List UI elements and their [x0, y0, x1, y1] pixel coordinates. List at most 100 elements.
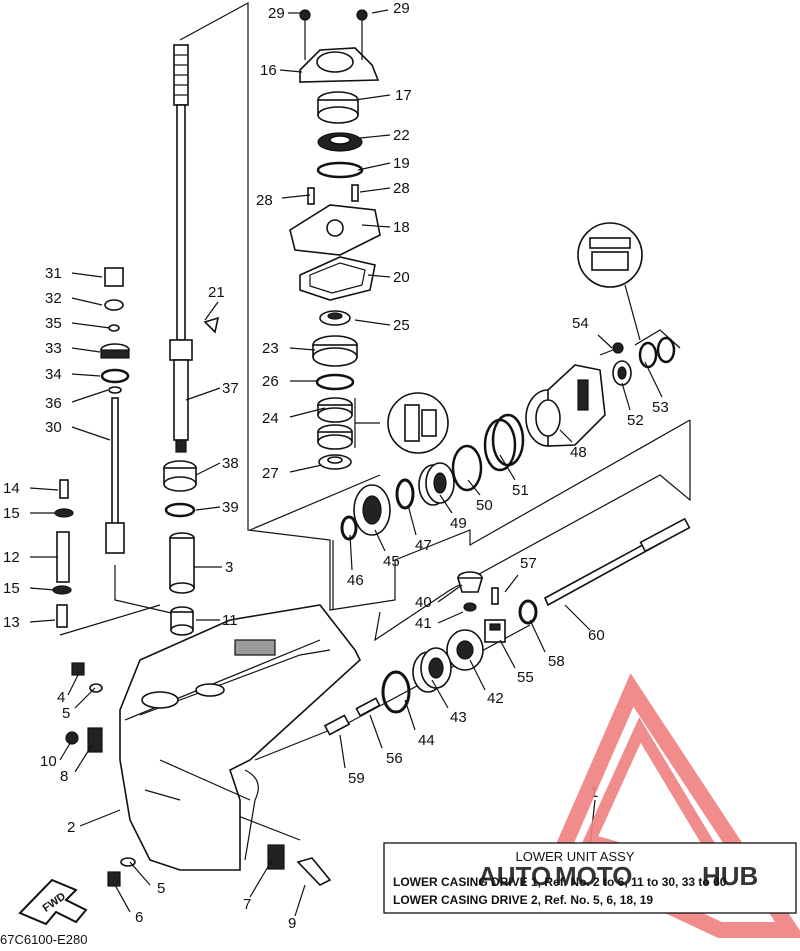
- callout-leader: [204, 301, 219, 321]
- callout-number: 18: [393, 219, 410, 236]
- callout-21: 21: [204, 284, 225, 321]
- o-ring-19: [316, 161, 364, 179]
- callout-number: 23: [262, 340, 279, 357]
- impeller: [317, 132, 363, 152]
- fwd-arrow: FWD: [18, 878, 88, 926]
- callout-number: 42: [487, 690, 504, 707]
- shim-46: [340, 515, 358, 541]
- callout-59: 59: [339, 734, 365, 787]
- callout-number: 48: [570, 444, 587, 461]
- callout-number: 5: [62, 705, 70, 722]
- callout-number: 35: [45, 315, 62, 332]
- callout-leader: [71, 297, 103, 306]
- callout-29: 29: [371, 0, 410, 17]
- callout-47: 47: [407, 504, 432, 554]
- callout-57: 57: [504, 555, 537, 593]
- callout-number: 16: [260, 62, 277, 79]
- pinion-40: [456, 571, 484, 612]
- collar-27: [318, 454, 352, 470]
- callout-number: 29: [268, 5, 285, 22]
- seal-orientation-detail: [354, 392, 449, 454]
- clutch-55: [484, 619, 506, 643]
- legend-row-1: LOWER CASING DRIVE 1, Ref. No. 2 to 6, 1…: [393, 875, 727, 889]
- callout-28: 28: [256, 192, 311, 209]
- callout-number: 41: [415, 615, 432, 632]
- pump-insert-cartridge: [317, 91, 359, 124]
- lower-casing: [65, 604, 361, 887]
- bearing-race-44: [381, 670, 411, 714]
- group-boundary-lines: [59, 1, 691, 841]
- shim-58: [518, 599, 538, 625]
- callout-leader: [74, 687, 96, 709]
- callout-42: 42: [469, 659, 504, 707]
- callout-leader: [359, 134, 391, 139]
- callout-number: 26: [262, 373, 279, 390]
- callout-leader: [294, 884, 306, 917]
- callout-number: 4: [57, 689, 65, 706]
- callout-54: 54: [572, 315, 613, 349]
- callout-leader: [71, 426, 111, 441]
- callout-number: 15: [3, 580, 20, 597]
- callout-16: 16: [260, 62, 303, 79]
- callout-number: 36: [45, 395, 62, 412]
- callout-leader: [437, 584, 463, 603]
- callout-leader: [71, 272, 103, 278]
- callout-leader: [114, 884, 131, 913]
- callout-number: 52: [627, 412, 644, 429]
- callout-number: 34: [45, 366, 62, 383]
- callout-11: 11: [196, 612, 238, 629]
- callout-leader: [559, 429, 573, 443]
- callout-leader: [374, 529, 386, 552]
- reverse-gear-45: [353, 484, 391, 536]
- callout-leader: [185, 387, 221, 401]
- callout-number: 15: [3, 505, 20, 522]
- water-pump-housing: [299, 9, 380, 83]
- gasket-20: [299, 256, 376, 301]
- callout-3: 3: [194, 559, 233, 576]
- callout-18: 18: [361, 219, 410, 236]
- callout-58: 58: [529, 619, 565, 670]
- callout-leader: [407, 504, 417, 536]
- callout-29: 29: [268, 5, 302, 22]
- callout-number: 12: [3, 549, 20, 566]
- callout-leader: [71, 373, 101, 377]
- callout-number: 47: [415, 537, 432, 554]
- callout-number: 9: [288, 915, 296, 932]
- catalog-code: 67C6100-E280: [0, 932, 87, 946]
- callout-number: 28: [393, 180, 410, 197]
- callout-leader: [437, 611, 464, 624]
- callout-number: 29: [393, 0, 410, 17]
- callout-number: 25: [393, 317, 410, 334]
- callout-45: 45: [374, 529, 400, 570]
- tapered-bearing-43: [412, 647, 452, 693]
- callout-leader: [289, 347, 316, 351]
- callout-leader: [529, 619, 546, 653]
- watermark-moto: MOTO: [555, 861, 633, 891]
- callout-15: 15: [3, 580, 56, 597]
- callout-leader: [359, 187, 391, 193]
- callout-51: 51: [499, 454, 529, 499]
- callout-41: 41: [415, 611, 464, 632]
- oil-seal-25: [319, 310, 351, 326]
- callout-46: 46: [347, 534, 364, 589]
- outer-plate-cartridge: [289, 204, 381, 256]
- callout-number: 22: [393, 127, 410, 144]
- callout-43: 43: [431, 679, 467, 726]
- callout-number: 44: [418, 732, 435, 749]
- o-ring-26: [315, 373, 355, 391]
- callout-number: 37: [222, 380, 239, 397]
- shift-rod-parts: [100, 267, 220, 554]
- callout-5: 5: [62, 687, 96, 722]
- oil-seals-24: [317, 397, 353, 450]
- legend-row-2: LOWER CASING DRIVE 2, Ref. No. 5, 6, 18,…: [393, 893, 653, 907]
- callout-5: 5: [129, 861, 165, 897]
- callout-39: 39: [195, 499, 239, 516]
- callout-number: 39: [222, 499, 239, 516]
- callout-6: 6: [114, 884, 143, 926]
- callout-number: 59: [348, 770, 365, 787]
- propeller-shaft-housing: [525, 364, 606, 447]
- callout-number: 2: [67, 819, 75, 836]
- callout-leader: [369, 714, 383, 749]
- callout-leader: [339, 734, 346, 769]
- callout-leader: [431, 679, 449, 709]
